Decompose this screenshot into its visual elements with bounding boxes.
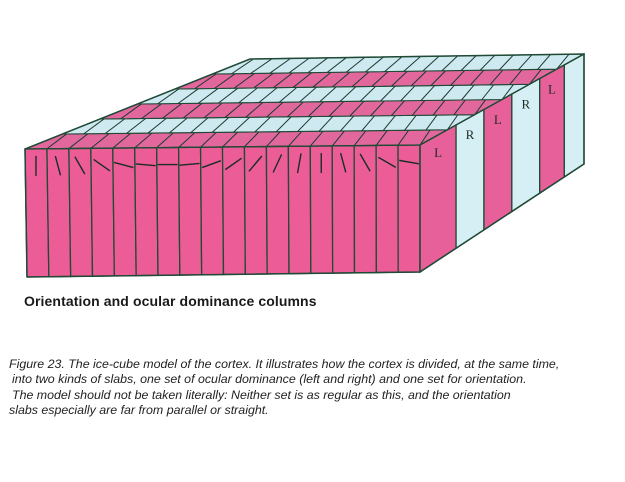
orientation-column [156,146,181,276]
side-slab-right-eye: R [511,77,541,213]
slab-label: R [521,96,530,111]
orientation-column [90,147,115,277]
orientation-column [177,146,203,276]
caption-line-2: into two kinds of slabs, one set of ocul… [12,372,527,387]
orientation-column [68,147,94,278]
orientation-marker-icon [93,158,111,172]
orientation-column [397,144,421,273]
orientation-marker-icon [179,162,200,166]
top-band-left-eye [99,98,503,120]
caption-line-1: Figure 23. The ice-cube model of the cor… [9,357,560,371]
side-face-ocular-dominance-slabs: L R L R L [24,52,585,278]
orientation-column [287,145,312,275]
figure-title: Orientation and ocular dominance columns [24,293,317,309]
orientation-marker-icon [339,152,347,173]
figure-caption: Figure 23. The ice-cube model of the cor… [9,357,619,419]
orientation-column [46,147,72,278]
side-slab-left-eye: L [539,63,565,195]
orientation-column [24,148,50,278]
orientation-marker-icon [399,159,419,165]
orientation-column [265,145,290,275]
side-slab-right-eye: R [455,108,485,250]
front-face-orientation-columns [24,144,421,278]
orientation-marker-icon [54,155,62,176]
caption-line-3: The model should not be taken literally:… [12,387,511,402]
slab-label: R [466,127,475,142]
slab-label: L [548,82,556,97]
orientation-marker-icon [359,153,371,172]
orientation-column [331,145,356,274]
orientation-marker-icon [74,156,86,175]
side-slab-right-eye [563,52,585,179]
orientation-column [134,147,159,277]
orientation-marker-icon [201,160,222,169]
slab-label: L [434,145,442,160]
orientation-marker-icon [248,155,263,172]
orientation-marker-icon [296,153,302,174]
orientation-column [199,146,225,276]
orientation-marker-icon [272,154,283,173]
orientation-marker-icon [135,163,156,167]
slab-label: L [494,112,502,127]
top-band-right-eye [212,53,585,75]
orientation-marker-icon [378,156,397,168]
orientation-marker-icon [113,161,134,169]
orientation-column [112,147,137,277]
orientation-column [243,145,268,275]
orientation-column [375,144,399,274]
side-slab-left-eye: L [483,92,513,232]
orientation-marker-icon [224,157,243,171]
ice-cube-model-diagram: L R L R L [24,52,585,278]
orientation-column [309,145,334,275]
side-slab-left-eye: L [419,123,457,274]
orientation-column [221,146,246,276]
caption-line-4: slabs especially are far from parallel o… [9,403,269,418]
orientation-column [353,144,377,274]
